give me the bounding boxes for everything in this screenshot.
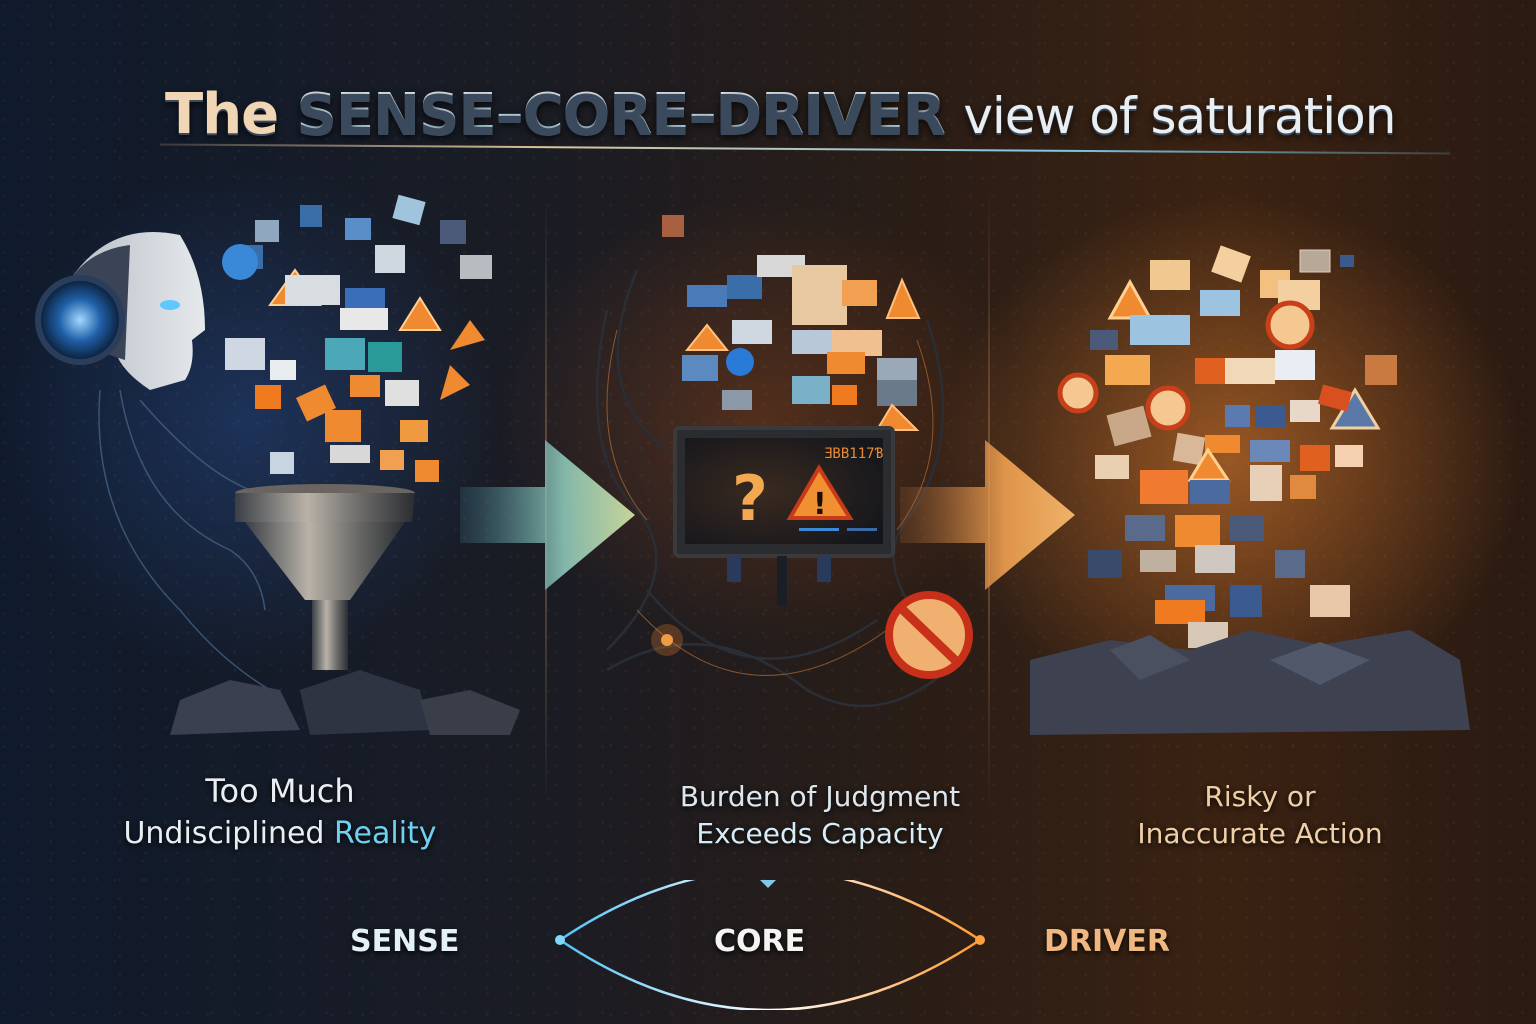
icon-pile: [1057, 245, 1397, 648]
core-caption-line1: Burden of Judgment: [679, 780, 961, 813]
title-main: SENSE–CORE–DRIVER: [296, 82, 946, 147]
monitor-readout: ƎBB117Ɓ: [824, 446, 884, 462]
rubble: [170, 670, 520, 735]
sense-caption-accent: Reality: [334, 816, 437, 851]
flow-node-sense: [555, 935, 565, 945]
core-caption: Burden of Judgment Exceeds Capacity: [620, 780, 1020, 850]
core-caption-line2: Exceeds Capacity: [696, 817, 944, 850]
svg-text:!: !: [813, 487, 827, 522]
arrow-right-icon: [460, 440, 635, 590]
title-suffix: view of saturation: [963, 87, 1396, 145]
rubble: [1030, 630, 1470, 735]
driver-caption: Risky or Inaccurate Action: [1080, 780, 1440, 850]
sense-caption-line2: Undisciplined Reality: [90, 816, 470, 851]
monitor: ? ! ƎBB117Ɓ: [673, 426, 895, 606]
driver-caption-line2: Inaccurate Action: [1137, 817, 1383, 850]
flow-arc-bottom: [559, 938, 981, 1010]
title-prefix: The: [165, 82, 279, 147]
sense-illustration: [35, 194, 520, 735]
wires: [98, 389, 271, 691]
question-mark-icon: ?: [732, 462, 768, 535]
floating-icons: [662, 215, 921, 431]
no-entry-icon: [885, 591, 973, 679]
warning-triangle-icon: [684, 323, 730, 351]
floating-icons: [222, 194, 492, 482]
flow-label-core: CORE: [714, 924, 806, 959]
flow-diagram: [470, 880, 1100, 1010]
warning-triangle-icon: [1107, 278, 1153, 320]
chevron-down-icon: [760, 880, 776, 888]
warning-triangle-icon: [875, 403, 920, 431]
sense-caption-plain: Undisciplined: [123, 816, 325, 851]
sense-caption-line1: Too Much: [205, 772, 355, 810]
funnel-icon: [235, 484, 415, 670]
flow-label-sense: SENSE: [350, 924, 460, 959]
flow-arc-top: [559, 880, 981, 942]
warning-triangle-icon: [398, 296, 442, 331]
warning-triangle-icon: [786, 464, 854, 520]
flow-node-driver: [975, 935, 985, 945]
robot-head-icon: [35, 232, 205, 390]
warning-triangle-icon: [885, 277, 921, 319]
sense-caption: Too Much Undisciplined Reality: [90, 772, 470, 851]
page-title: The SENSE–CORE–DRIVER view of saturation: [165, 82, 1445, 147]
driver-caption-line1: Risky or: [1204, 780, 1316, 813]
arrow-right-icon: [900, 440, 1075, 590]
core-illustration: ? ! ƎBB117Ɓ: [595, 215, 973, 708]
driver-illustration: [1030, 245, 1470, 735]
flow-label-driver: DRIVER: [1044, 924, 1170, 959]
spark: [661, 634, 673, 646]
